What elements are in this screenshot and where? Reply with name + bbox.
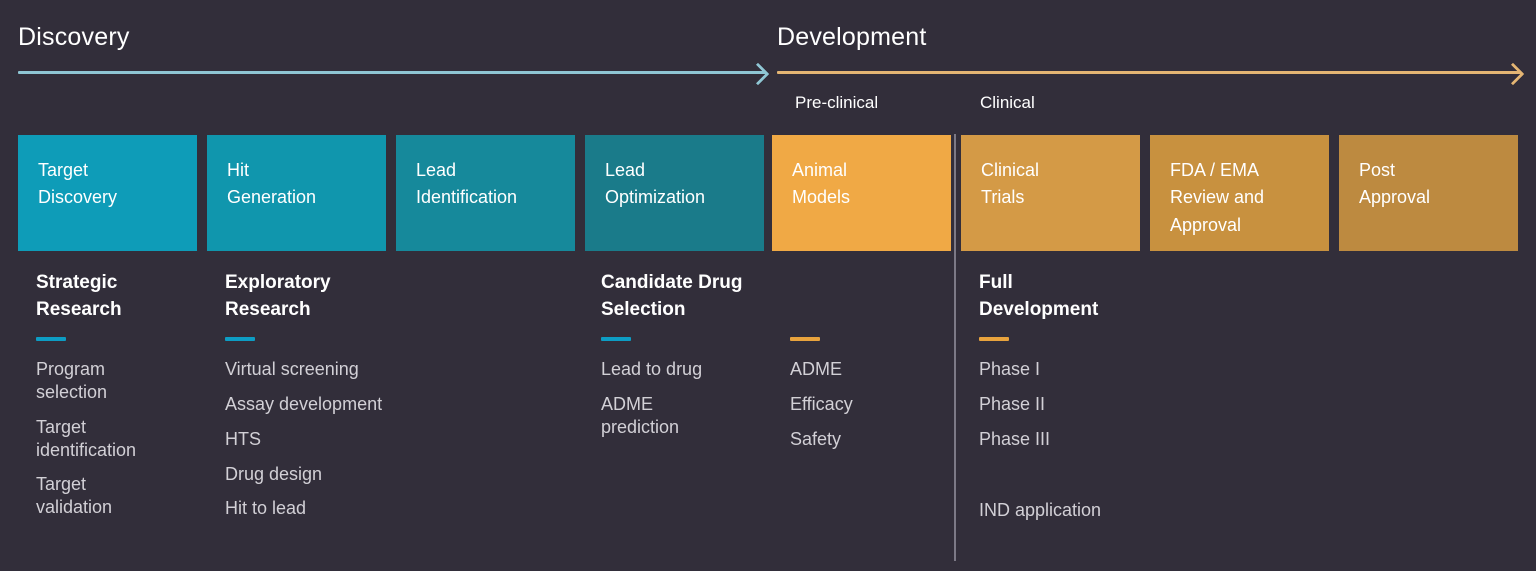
detail-item: ADME prediction (601, 393, 680, 437)
stage-box-label: Lead Optimization (605, 160, 706, 208)
detail-column-rule (979, 336, 1009, 341)
stage-box-label: Post Approval (1359, 160, 1431, 208)
detail-column-heading: Full Development (979, 272, 1099, 320)
detail-item: Safety (790, 428, 842, 449)
phase-title-development: Development (777, 23, 927, 51)
detail-item: Program selection (36, 358, 108, 402)
section-divider (954, 134, 956, 561)
subphase-label-pre-clinical: Pre-clinical (795, 93, 879, 112)
detail-item: Hit to lead (225, 498, 307, 519)
detail-item: Assay development (225, 393, 383, 414)
stage-box-label: Clinical Trials (981, 160, 1040, 208)
detail-item: Phase II (979, 393, 1046, 414)
phase-title-discovery: Discovery (18, 23, 130, 51)
development-arrow-icon (777, 62, 1525, 85)
detail-item: Efficacy (790, 393, 853, 414)
detail-column-heading-spacer (790, 270, 853, 324)
stage-box-label: Lead Identification (416, 160, 518, 208)
stage-box-clinical-trials[interactable]: Clinical Trials (961, 135, 1140, 251)
detail-item: Target identification (36, 416, 137, 460)
discovery-arrow-icon (18, 62, 770, 85)
detail-column-heading: Exploratory Research (225, 272, 331, 320)
stage-box-hit-generation[interactable]: Hit Generation (207, 135, 386, 251)
stage-box-label: FDA / EMA Review and Approval (1170, 160, 1265, 235)
detail-item: Virtual screening (225, 358, 359, 379)
detail-column-rule (790, 337, 820, 341)
subphase-label-clinical: Clinical (980, 93, 1035, 112)
stage-box-post-approval[interactable]: Post Approval (1339, 135, 1518, 251)
detail-column-heading: Strategic Research (36, 272, 122, 320)
stage-box-animal-models[interactable]: Animal Models (772, 135, 951, 251)
detail-column-rule (225, 336, 255, 341)
detail-item: Phase III (979, 428, 1051, 449)
stage-box-fda-ema-review[interactable]: FDA / EMA Review and Approval (1150, 135, 1329, 251)
detail-item: Lead to drug (601, 358, 703, 379)
stage-box-target-discovery[interactable]: Target Discovery (18, 135, 197, 251)
discovery-arrow-shaft (18, 71, 766, 74)
detail-column-heading: Candidate Drug Selection (601, 272, 743, 320)
detail-column-rule (601, 336, 631, 341)
detail-column-rule (36, 336, 66, 341)
stage-box-label: Hit Generation (227, 160, 317, 208)
stage-box-lead-optimization[interactable]: Lead Optimization (585, 135, 764, 251)
stage-box-lead-identification[interactable]: Lead Identification (396, 135, 575, 251)
detail-item: ADME (790, 359, 843, 379)
stage-box-label: Target Discovery (38, 160, 118, 208)
detail-item: HTS (225, 428, 261, 449)
detail-item: Phase I (979, 358, 1041, 379)
stage-box-label: Animal Models (792, 160, 851, 208)
development-arrow-shaft (777, 71, 1521, 74)
development-arrow-head (1501, 62, 1525, 85)
detail-item: IND application (979, 499, 1102, 520)
detail-item: Drug design (225, 463, 323, 484)
discovery-arrow-head (746, 62, 770, 85)
detail-item: Target validation (36, 474, 113, 518)
